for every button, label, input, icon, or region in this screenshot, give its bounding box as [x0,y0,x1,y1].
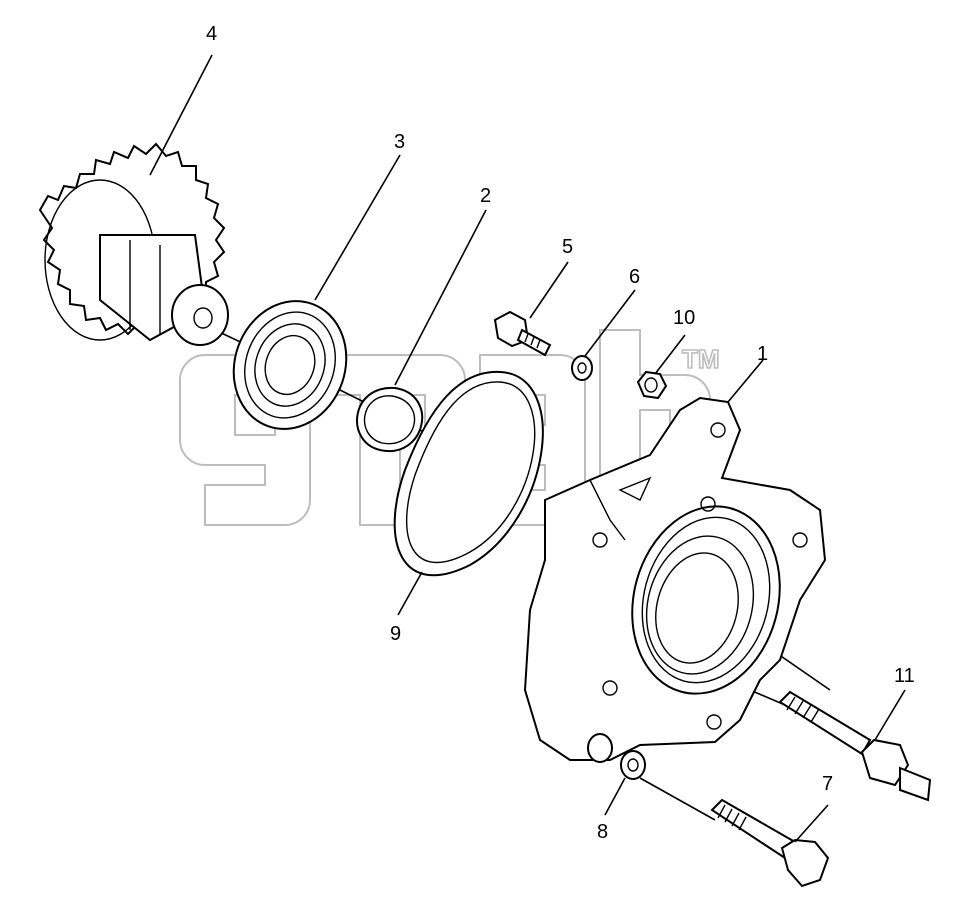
leader-8 [604,777,626,816]
leader-9 [397,571,423,616]
leader-4 [149,54,213,176]
o-ring-part [393,370,544,577]
leader-11 [874,689,906,741]
leader-3 [314,154,401,301]
leader-2 [394,209,487,386]
leader-5 [529,261,569,319]
leader-6 [584,289,636,357]
callout-5: 5 [562,236,573,258]
callout-6: 6 [629,266,640,288]
washer-8-part [620,750,646,780]
callout-7: 7 [822,773,833,795]
nut-part [636,370,668,400]
snap-ring-part [356,386,424,453]
trademark-text: TM [682,344,720,374]
callout-2: 2 [480,185,491,207]
callout-9: 9 [390,623,401,645]
callout-labels: 4 3 2 5 6 10 1 9 8 7 11 [206,23,915,843]
bolt-axis-line [639,777,716,821]
washer-6-part [571,355,593,381]
leader-1 [727,359,764,403]
leader-10 [654,334,686,375]
bearing-part [232,300,348,430]
leader-lines [149,54,906,843]
callout-11: 11 [894,665,915,687]
gear-shaft-part [38,142,229,346]
callout-8: 8 [597,821,608,843]
hex-bolt-part [710,798,830,888]
callout-10: 10 [673,307,695,329]
small-bolt-part [493,310,552,357]
callout-1: 1 [757,343,768,365]
housing-part [523,396,827,763]
stud-part [778,690,932,802]
leader-7 [794,804,829,843]
callout-4: 4 [206,23,217,45]
callout-3: 3 [394,131,405,153]
